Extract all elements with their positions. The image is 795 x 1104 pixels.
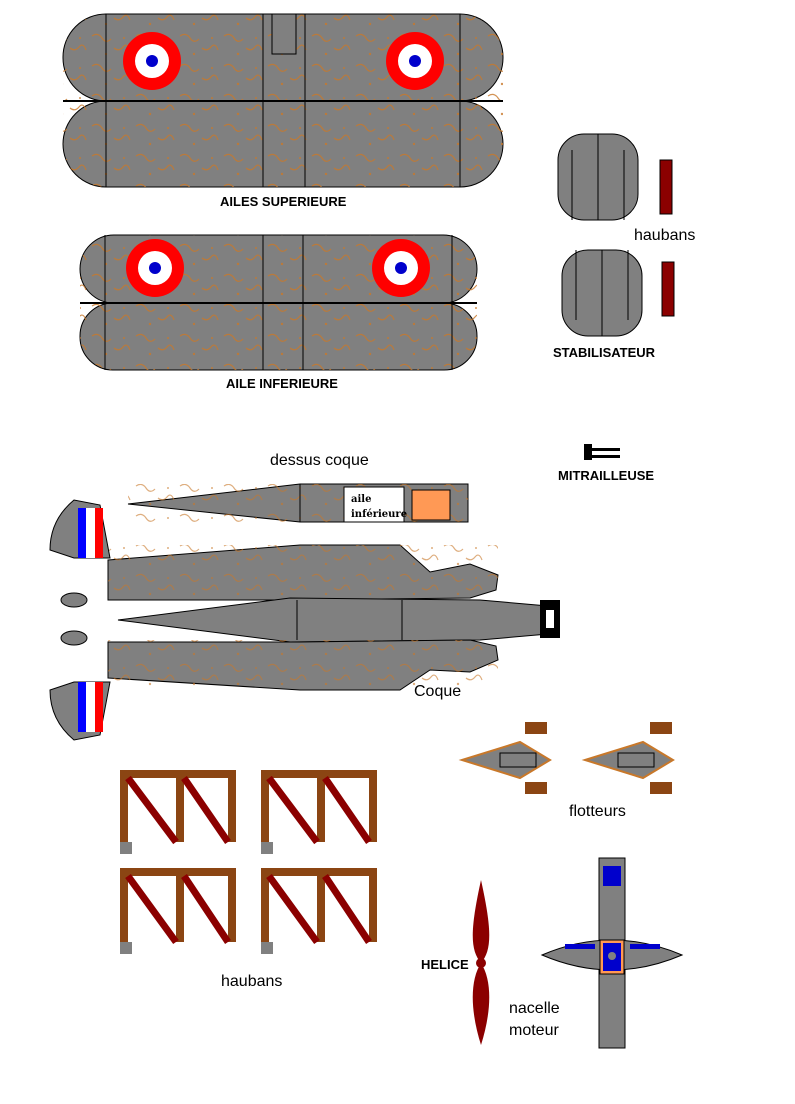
hull-side-upper [107, 544, 499, 601]
machine-gun-label: MITRAILLEUSE [558, 468, 655, 483]
engine-nacelle-label-2: moteur [509, 1022, 559, 1039]
propeller-label: HELICE [421, 957, 469, 972]
strut-set-2 [261, 770, 377, 854]
float-left [458, 722, 552, 794]
float-right [581, 722, 675, 794]
strut-set-4 [261, 868, 377, 954]
hull-side-lower [107, 639, 499, 692]
lower-wing-roundel-right [372, 239, 430, 297]
small-strut-1 [659, 159, 673, 215]
lower-wing-roundel-left [126, 239, 184, 297]
propeller-icon [472, 880, 490, 1045]
upper-wing [62, 13, 504, 188]
hull-bottom [117, 597, 560, 643]
tail-fin-upper [49, 499, 111, 608]
upper-wing-roundel-left [123, 32, 181, 90]
upper-wing-roundel-right [386, 32, 444, 90]
hull-panel-label-1: aile [351, 494, 372, 505]
hull-label: Coque [414, 683, 462, 700]
stabilizer-label: STABILISATEUR [553, 345, 656, 360]
engine-nacelle-label-1: nacelle [509, 1000, 560, 1017]
strut-set-3 [120, 868, 236, 954]
small-struts-label: haubans [634, 227, 696, 244]
machine-gun-icon [584, 444, 620, 460]
hull-panel-label-2: inférieure [351, 509, 408, 520]
large-struts-label: haubans [221, 973, 283, 990]
small-strut-2 [661, 261, 675, 317]
engine-nacelle [540, 857, 684, 1049]
floats-label: flotteurs [569, 803, 626, 820]
lower-wing-label: AILE INFERIEURE [226, 376, 338, 391]
upper-wing-label: AILES SUPERIEURE [220, 194, 347, 209]
stabilizer-lower [561, 249, 643, 337]
hull-top-label: dessus coque [270, 452, 369, 469]
strut-set-1 [120, 770, 236, 854]
stabilizer-upper [557, 133, 639, 221]
tail-fin-lower [49, 630, 111, 741]
hull-top [127, 483, 469, 523]
lower-wing [79, 234, 478, 371]
